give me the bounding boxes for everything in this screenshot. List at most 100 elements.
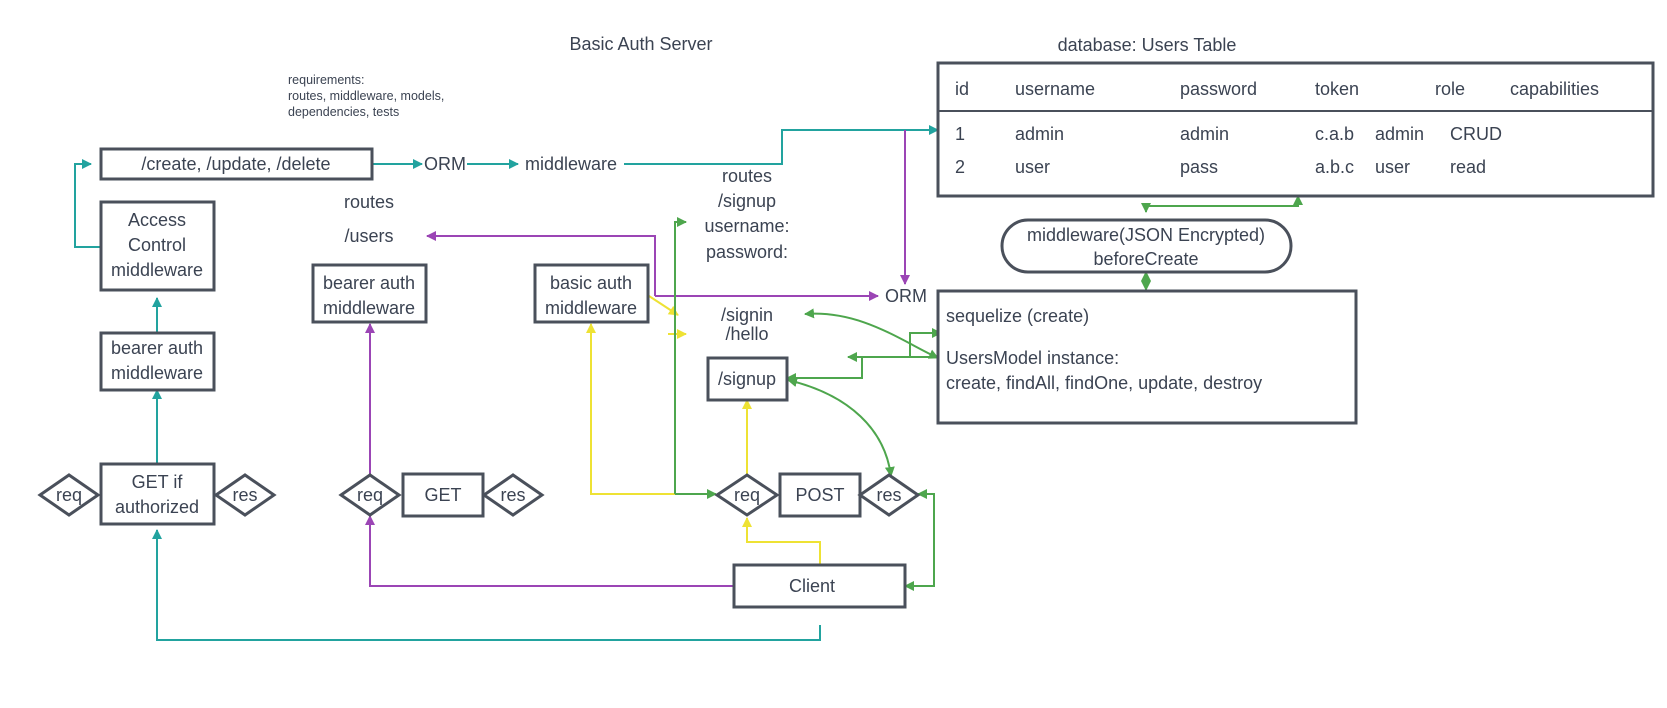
table-cell: admin [1375,124,1424,144]
sequelize-box [936,289,1358,425]
table-cell: pass [1180,157,1218,177]
hook-line-1: middleware(JSON Encrypted) [1027,225,1265,245]
purple-connectors [365,130,910,587]
username-label: username: [704,216,789,236]
signup-box-label: /signup [718,369,776,389]
table-cell: admin [1180,124,1229,144]
table-header-username: username [1015,79,1095,99]
signup-box-to-res-link [787,377,895,477]
req-diamond-mid [338,473,402,517]
client-to-post-req-arrow [742,517,821,566]
table-to-hook-link [1141,195,1303,213]
yellow-connectors [586,295,821,566]
table-cell: admin [1015,124,1064,144]
table-cell: 2 [955,157,965,177]
post-label: POST [795,485,844,505]
get-box [401,472,485,518]
res-diamond-left [213,473,277,517]
table-cell: c.a.b [1315,124,1354,144]
table-header-token: token [1315,79,1359,99]
users-table: id username password token role capabilities 1… [955,79,1599,177]
bearer-auth-box-mid [311,263,428,324]
table-cell: user [1015,157,1050,177]
get-if-line-2: authorized [115,497,199,517]
orm-label-left: ORM [424,154,466,174]
table-cell: 1 [955,124,965,144]
routes-label-right: routes [722,166,772,186]
access-control-line-1: Access [128,210,186,230]
get-label: GET [424,485,461,505]
signup-route-label: /signup [718,191,776,211]
routes-label-mid: routes [344,192,394,212]
table-cell: CRUD [1450,124,1502,144]
basic-auth-to-signin-arrow [648,295,679,316]
orm-label-right: ORM [885,286,927,306]
password-label: password: [706,242,788,262]
teal-connectors [74,125,939,641]
requirements-line-1: requirements: [288,73,364,87]
basic-auth-line-2: middleware [545,298,637,318]
database-title: database: Users Table [1058,35,1237,55]
req-diamond-right [714,473,780,517]
client-to-get-authorized-arrow [152,529,821,641]
post-box [778,472,862,518]
res-label-mid: res [500,485,525,505]
client-box [732,563,907,609]
res-to-client-link [904,489,935,591]
table-header-capabilities: capabilities [1510,79,1599,99]
req-label-left: req [56,485,82,505]
client-to-users-req-arrow [365,515,733,587]
req-label-right: req [734,485,760,505]
requirements-line-3: dependencies, tests [288,105,399,119]
middleware-label-left: middleware [525,154,617,174]
table-cell: a.b.c [1315,157,1354,177]
table-header-role: role [1435,79,1465,99]
basic-auth-line-1: basic auth [550,273,632,293]
bearer-auth-left-line-2: middleware [111,363,203,383]
client-label: Client [789,576,835,596]
basic-auth-box [533,263,650,324]
sequelize-line-1: sequelize (create) [946,306,1089,326]
bearer-auth-mid-line-1: bearer auth [323,273,415,293]
bearer-auth-left-line-1: bearer auth [111,338,203,358]
req-label-mid: req [357,485,383,505]
model-to-signin-link [804,308,939,359]
res-diamond-mid [481,473,545,517]
bearer-auth-box-left [99,331,216,392]
model-to-signup-box-link [786,356,938,383]
req-to-signup-route-arrow [674,217,687,494]
res-diamond-right [857,473,921,517]
diagram-title: Basic Auth Server [569,34,712,54]
access-control-line-3: middleware [111,260,203,280]
bearer-auth-mid-line-2: middleware [323,298,415,318]
hello-route-label: /hello [725,324,768,344]
req-to-basic-auth-arrow [586,323,716,495]
crud-routes-label: /create, /update, /delete [141,154,330,174]
middleware-to-database-arrow [624,125,939,165]
req-diamond-left [37,473,101,517]
signup-box [706,356,789,402]
sequelize-line-3: create, findAll, findOne, update, destro… [946,373,1262,393]
users-route-label: /users [344,226,393,246]
users-route-arrow [426,231,656,296]
access-control-box [99,200,216,292]
table-header-password: password [1180,79,1257,99]
users-table-box [936,61,1655,198]
table-cell: user [1375,157,1410,177]
res-label-right: res [876,485,901,505]
table-cell: read [1450,157,1486,177]
res-label-left: res [232,485,257,505]
access-control-to-routes-arrow [74,159,101,248]
access-control-line-2: Control [128,235,186,255]
sequelize-line-2: UsersModel instance: [946,348,1119,368]
green-connectors [674,195,1303,591]
get-if-authorized-box [99,462,216,526]
before-create-hook-pill [1000,218,1293,274]
requirements-line-2: routes, middleware, models, [288,89,444,103]
crud-routes-box [99,147,374,181]
signin-route-label: /signin [721,305,773,325]
table-header-id: id [955,79,969,99]
hook-line-2: beforeCreate [1093,249,1198,269]
get-if-line-1: GET if [132,472,184,492]
